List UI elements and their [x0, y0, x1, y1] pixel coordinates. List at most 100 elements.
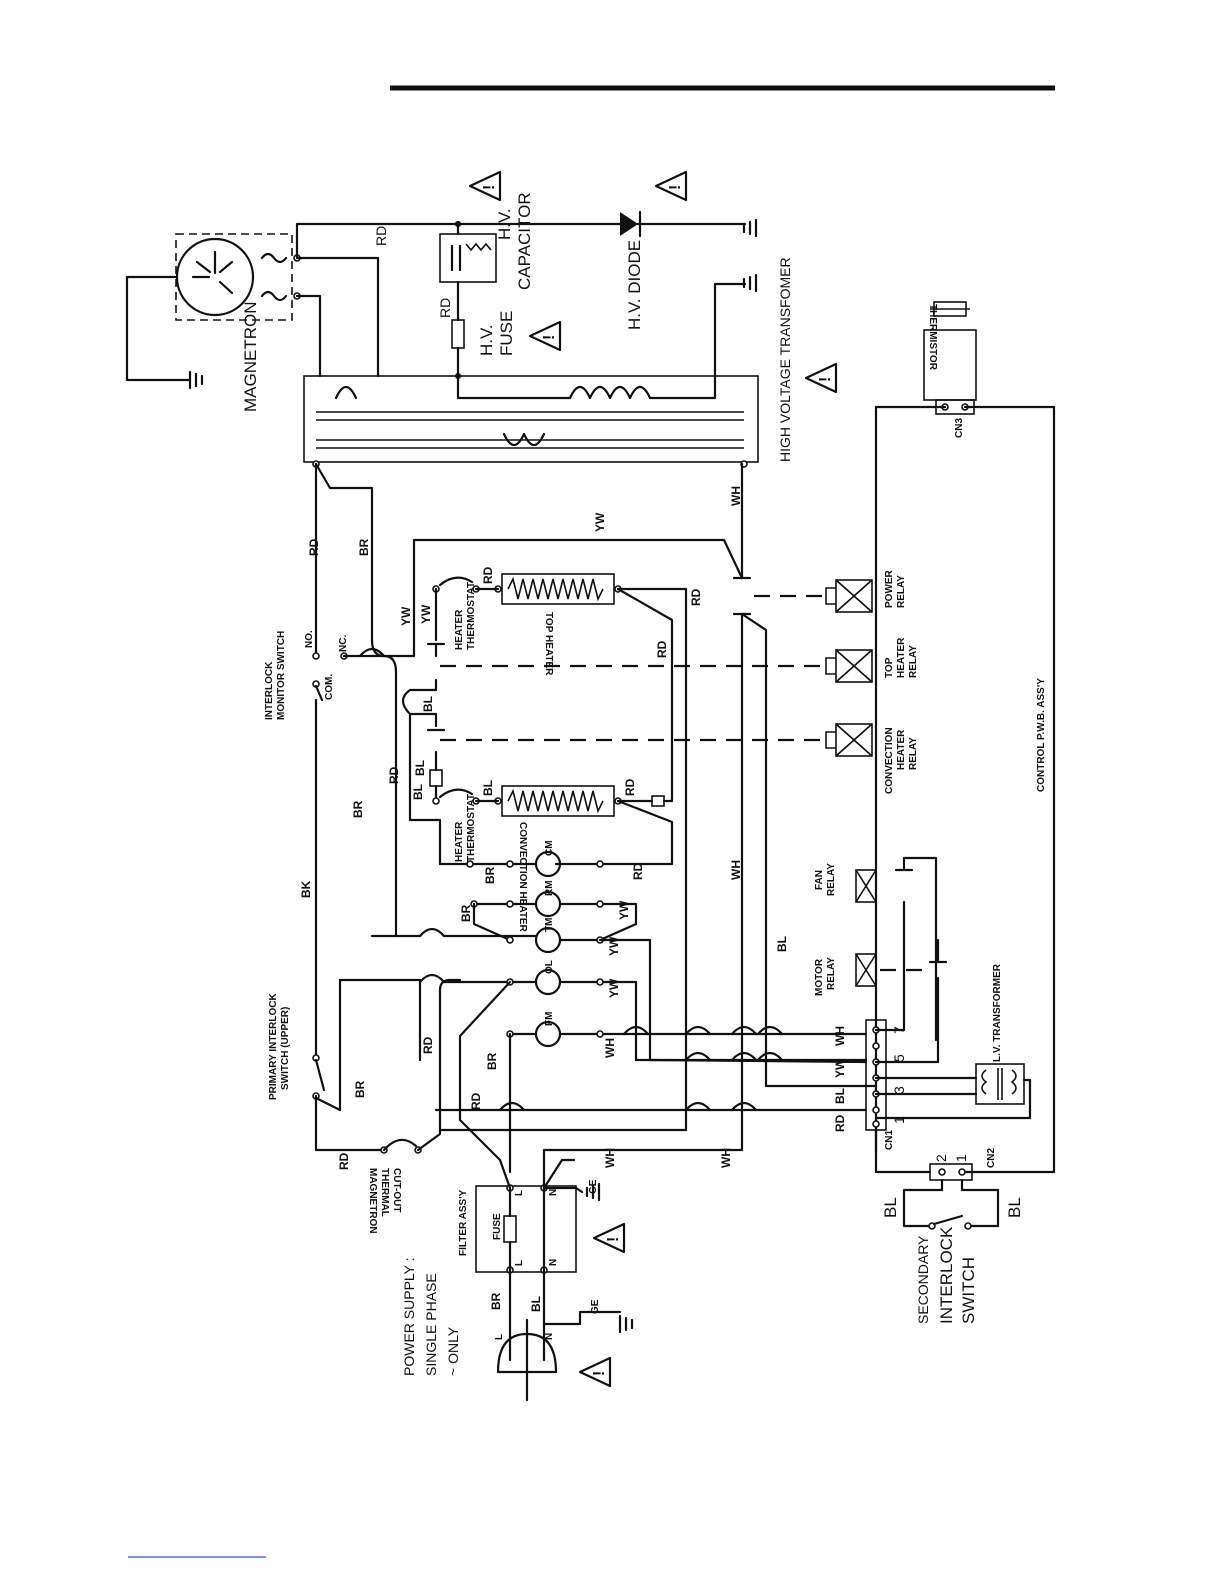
cn1-pin-5: 5 — [891, 1054, 907, 1062]
wire-color-yw: YW — [607, 936, 621, 956]
warning-icon: ! — [578, 1356, 612, 1388]
svg-text:!: ! — [541, 335, 558, 340]
cn3-label: CN3 — [954, 418, 965, 438]
hv-capacitor-label-1: H.V. — [495, 208, 514, 240]
svg-text:!: ! — [481, 185, 498, 190]
top-heater-relay-label-3: RELAY — [908, 645, 919, 678]
interlock-monitor-label-1: INTERLOCK — [264, 661, 275, 720]
motor-ol-label: OL — [544, 960, 555, 974]
heater-thermostat-top-label-2: THERMOSTAT — [466, 582, 477, 650]
fan-relay — [855, 856, 938, 1042]
motor-tm: TM — [370, 918, 652, 1062]
wire-color-wh: WH — [833, 1026, 847, 1046]
motor-relay — [855, 938, 948, 990]
motor-fm-label: FM — [544, 1012, 555, 1026]
top-heater-relay-label-1: TOP — [884, 657, 895, 678]
svg-text:!: ! — [605, 1237, 622, 1242]
warning-icon: ! — [468, 170, 502, 202]
wire-color-br: BR — [489, 1292, 503, 1310]
motor-tm-label: TM — [544, 918, 555, 932]
filter-assy — [475, 1148, 584, 1274]
wire-color-rd: RD — [481, 566, 495, 584]
cn2-pin-2: 2 — [933, 1154, 949, 1162]
wire-color-yw: YW — [833, 1058, 847, 1078]
motor-rm: RM — [470, 880, 638, 942]
magnetron-thermal-label-2: THERMAL — [379, 1168, 390, 1217]
magnetron-thermal-label-3: CUT-OUT — [391, 1168, 402, 1212]
primary-interlock-label-2: SWITCH (UPPER) — [280, 1007, 291, 1090]
cn1-pin-3: 3 — [891, 1086, 907, 1094]
heater-thermostat-top-label-1: HEATER — [454, 609, 465, 650]
wire-color-rd: RD — [689, 588, 703, 606]
power-relay-label-2: RELAY — [896, 575, 907, 608]
filter-l-top: L — [514, 1190, 525, 1196]
ge-label: GE — [588, 1179, 599, 1194]
thermistor-label: THERMISTOR — [927, 304, 938, 371]
interlock-monitor-switch — [312, 538, 744, 702]
control-pwb-label: CONTROL P.W.B. ASS'Y — [1036, 678, 1047, 792]
cn2-label: CN2 — [986, 1148, 997, 1168]
hv-diode-label: H.V. DIODE — [625, 240, 644, 330]
wire-color-rd: RD — [387, 766, 401, 784]
cn1-pin-1: 1 — [891, 1116, 907, 1124]
wire-color-bl: BL — [529, 1296, 543, 1312]
warning-icon: ! — [804, 362, 838, 394]
power-supply-label-2: SINGLE PHASE — [423, 1273, 439, 1376]
primary-interlock-switch — [312, 978, 422, 1112]
plug-l-label: L — [494, 1334, 505, 1340]
no-label: NO. — [304, 630, 315, 648]
magnetron-thermal-label-1: MAGNETRON — [367, 1168, 378, 1234]
wire-color-br: BR — [459, 904, 473, 922]
lv-transformer — [975, 1063, 1025, 1105]
secondary-interlock-switch — [902, 1178, 1000, 1230]
filter-n-top: N — [548, 1189, 559, 1196]
top-heater-relay — [825, 649, 873, 683]
top-heater-relay-label-2: HEATER — [896, 637, 907, 678]
motor-cm: CM — [438, 840, 604, 878]
cn2-connector — [929, 1163, 973, 1181]
wire-color-bl: BL — [1005, 1197, 1024, 1218]
top-heater-thermostat — [432, 576, 500, 642]
magnetron-label: MAGNETRON — [241, 302, 260, 413]
wire-color-yw: YW — [419, 604, 433, 624]
top-heater-label: TOP HEATER — [543, 612, 554, 676]
heater-thermostat-conv-label-2: THERMOSTAT — [466, 794, 477, 862]
power-relay — [825, 579, 873, 613]
warning-icon: ! — [528, 320, 562, 352]
top-heater-relay-contact — [401, 642, 826, 728]
wire-color-wh: WH — [729, 860, 743, 880]
wire-color-br: BR — [483, 866, 497, 884]
wire-color-wh: WH — [719, 1148, 733, 1168]
power-supply-label-3: ~ ONLY — [445, 1326, 461, 1376]
svg-text:!: ! — [591, 1371, 608, 1376]
plug-ge-label: GE — [590, 1299, 601, 1314]
ground-symbol — [188, 218, 758, 1334]
cn2-pin-1: 1 — [953, 1154, 969, 1162]
hv-diode — [455, 210, 642, 238]
wire-color-bl: BL — [481, 780, 495, 796]
top-heater — [494, 573, 622, 605]
fan-relay-label-2: RELAY — [826, 863, 837, 896]
wire-color-bl: BL — [775, 936, 789, 952]
magnetron-thermal-cutout — [380, 978, 462, 1154]
filter-n-bottom: N — [548, 1259, 559, 1266]
hv-transformer-label: HIGH VOLTAGE TRANSFOMER — [777, 257, 793, 462]
wire-color-yw: YW — [399, 606, 413, 626]
interlock-monitor-label-2: MONITOR SWITCH — [276, 631, 287, 720]
wire-color-bl: BL — [881, 1197, 900, 1218]
wire-color-br: BR — [351, 800, 365, 818]
convection-heater-relay-label-1: CONVECTION — [884, 727, 895, 794]
wire-color-bl: BL — [421, 696, 435, 712]
power-relay-contact — [732, 462, 878, 1088]
motor-cm-label: CM — [544, 840, 555, 856]
cn1-label: CN1 — [884, 1130, 895, 1150]
com-label: COM. — [324, 674, 335, 700]
convection-heater-relay — [825, 723, 873, 757]
plug-n-label: N — [544, 1333, 555, 1340]
wire-color-rd: RD — [437, 298, 453, 318]
wire-color-br: BR — [485, 1052, 499, 1070]
wire-color-yw: YW — [607, 978, 621, 998]
hv-fuse — [451, 319, 465, 379]
wire-color-bl: BL — [413, 760, 427, 776]
convection-heater-thermostat — [432, 788, 500, 805]
